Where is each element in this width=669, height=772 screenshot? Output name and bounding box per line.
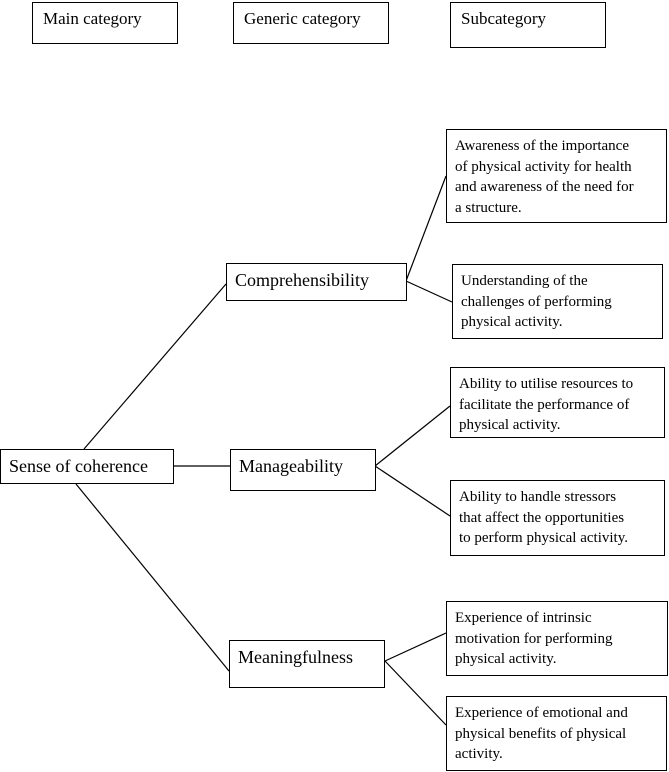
subcategory-line: Experience of emotional and xyxy=(455,705,628,721)
subcategory-line: challenges of performing xyxy=(461,293,612,310)
subcategory-line: facilitate the performance of xyxy=(459,396,630,413)
subcategory-line: motivation for performing xyxy=(455,630,613,647)
generic-meaningfulness: Meaningfulness xyxy=(229,640,385,688)
subcategory-line: Experience of intrinsic xyxy=(455,610,592,626)
generic-manageability: Manageability xyxy=(230,449,376,491)
link-meaningfulness-sub2 xyxy=(384,660,447,726)
header-subcategory: Subcategory xyxy=(450,2,606,48)
link-meaningfulness-sub1 xyxy=(384,632,447,662)
subcategory-line: activity. xyxy=(455,746,503,762)
header-main-category: Main category xyxy=(32,2,178,44)
link-manageability-sub1 xyxy=(374,405,451,467)
subcategory-line: Ability to utilise resources to xyxy=(459,376,634,392)
link-manageability-sub2 xyxy=(374,465,451,517)
subcategory-line: Understanding of the xyxy=(461,273,588,289)
subcategory-line: physical activity. xyxy=(455,651,557,667)
subcategory-handle-stressors: Ability to handle stressors that affect … xyxy=(450,480,665,556)
main-category-node: Sense of coherence xyxy=(0,449,174,484)
subcategory-utilise-resources: Ability to utilise resources to facilita… xyxy=(450,367,665,438)
subcategory-understanding: Understanding of the challenges of perfo… xyxy=(452,264,663,339)
subcategory-line: to perform physical activity. xyxy=(459,530,628,546)
subcategory-line: that affect the opportunities xyxy=(459,509,625,526)
subcategory-line: Awareness of the importance xyxy=(455,138,629,154)
link-comprehensibility-sub2 xyxy=(405,280,453,303)
subcategory-line: and awareness of the need for xyxy=(455,179,634,195)
subcategory-line: of physical activity for health xyxy=(455,158,632,175)
subcategory-emotional-physical-benefits: Experience of emotional and physical ben… xyxy=(446,696,667,771)
subcategory-line: a structure. xyxy=(455,199,522,216)
subcategory-line: Ability to handle stressors xyxy=(459,489,617,505)
link-main-meaningfulness xyxy=(75,483,230,672)
generic-comprehensibility: Comprehensibility xyxy=(226,263,407,301)
link-comprehensibility-sub1 xyxy=(405,175,447,282)
subcategory-line: physical activity. xyxy=(461,314,563,330)
header-generic-category: Generic category xyxy=(233,2,389,44)
subcategory-intrinsic-motivation: Experience of intrinsic motivation for p… xyxy=(446,601,668,676)
subcategory-line: physical activity. xyxy=(459,417,561,433)
subcategory-line: physical benefits of physical xyxy=(455,725,627,742)
link-main-comprehensibility xyxy=(83,283,227,450)
subcategory-awareness: Awareness of the importance of physical … xyxy=(446,129,667,223)
